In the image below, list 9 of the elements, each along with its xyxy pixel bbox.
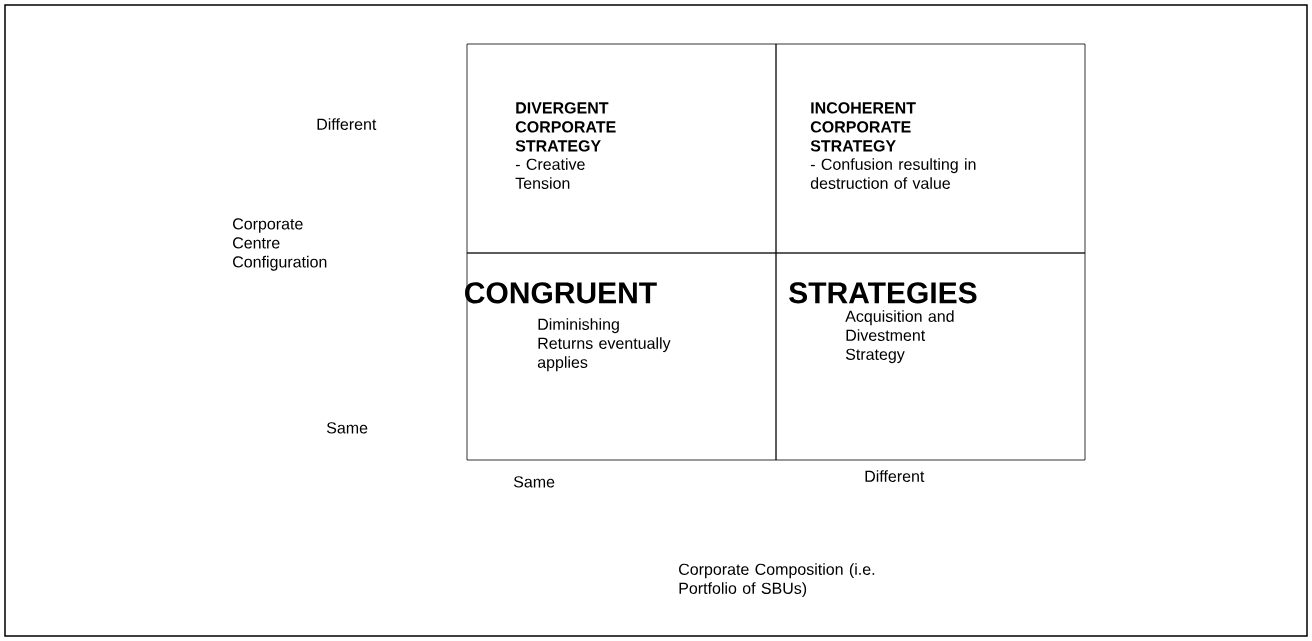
grid-cell: INCOHERENT CORPORATE STRATEGY - Confusion resulting in destruction of value [775, 43, 1086, 254]
axis-label: Corporate Centre Configuration [233, 218, 327, 271]
heading-text: CONGRUENT [465, 282, 657, 304]
axis-label: Same [513, 476, 555, 488]
axis-label: Same [326, 422, 368, 434]
axis-label: Corporate Composition (i.e. Portfolio of SBUs) [679, 563, 875, 598]
heading-text: STRATEGIES [789, 282, 977, 304]
axis-label: Different [317, 118, 377, 130]
grid-cell: DIVERGENT CORPORATE STRATEGY - Creative Tension [466, 43, 777, 254]
